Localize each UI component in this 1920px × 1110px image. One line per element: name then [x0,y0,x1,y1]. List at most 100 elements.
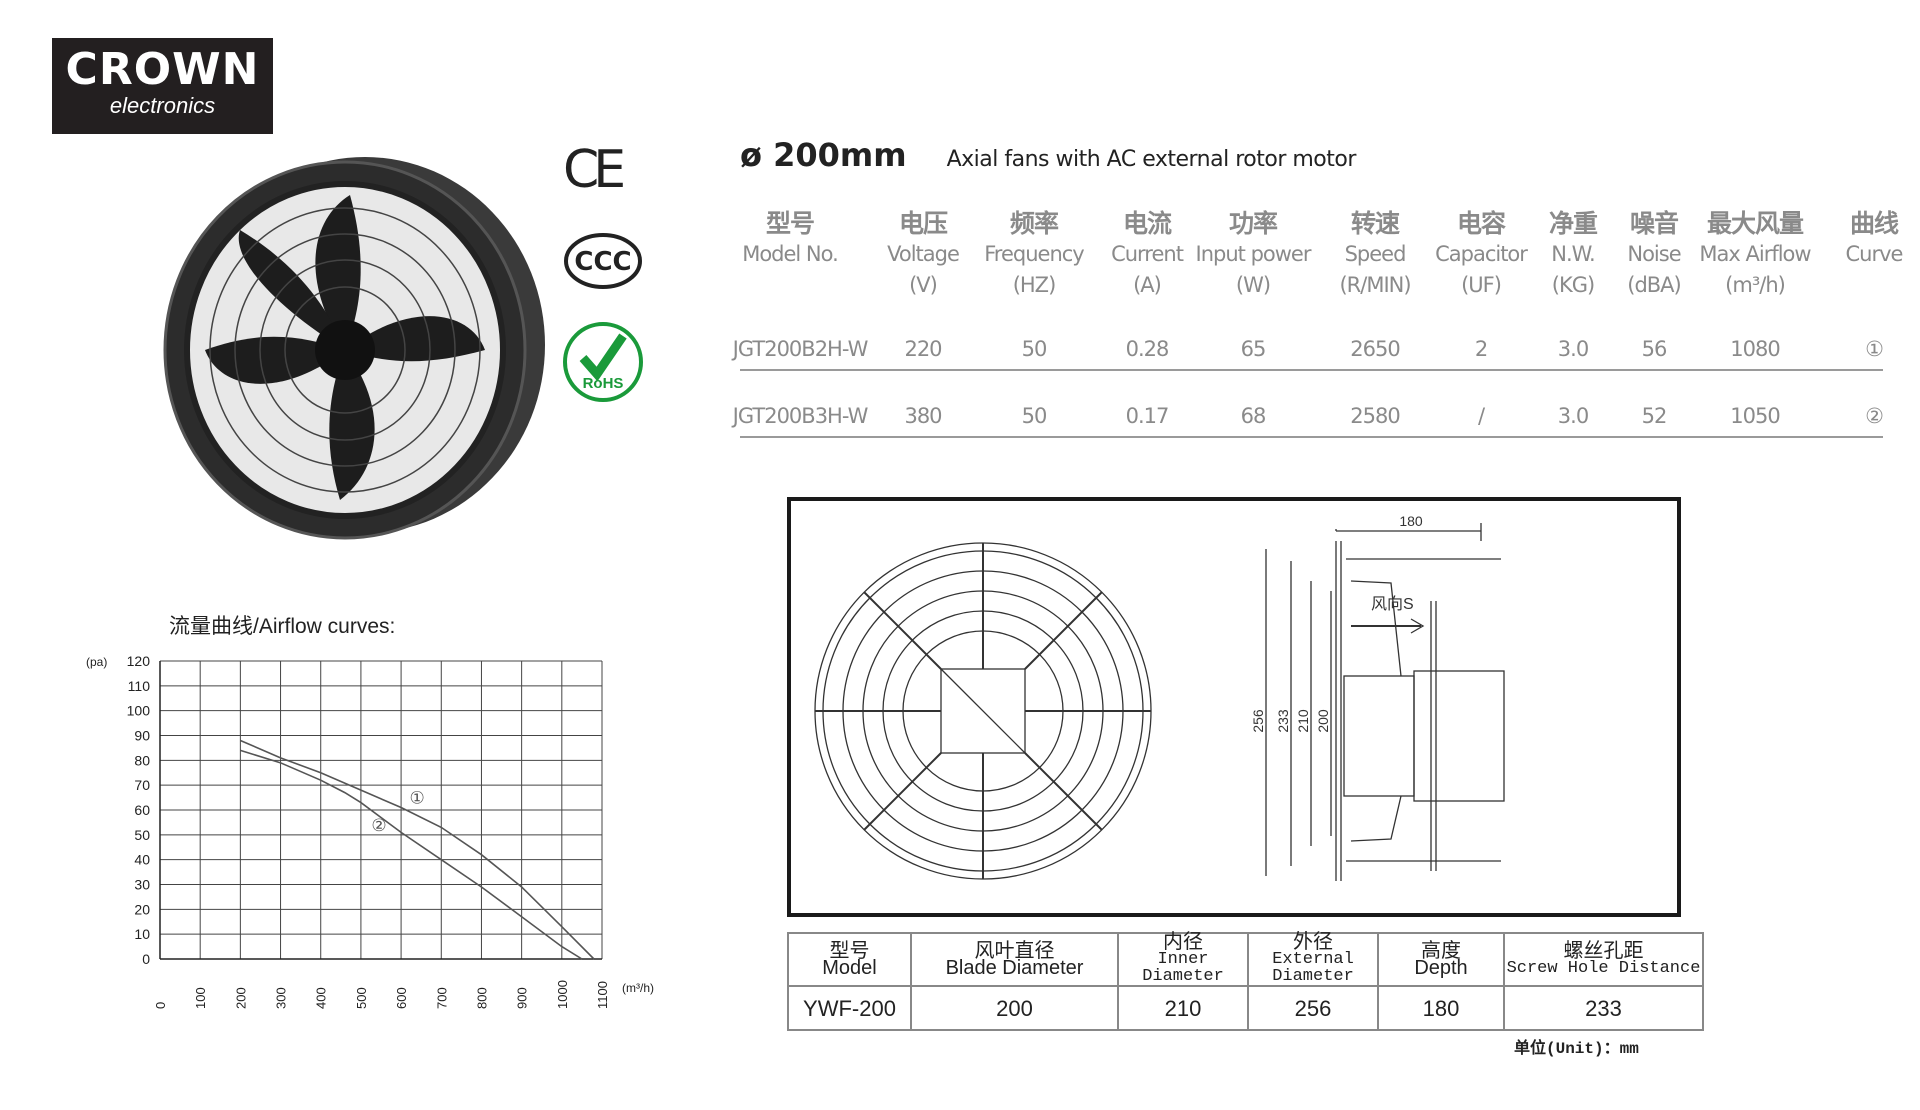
x-tick-label: 900 [515,987,530,1009]
header-en: Depth [1414,956,1468,979]
y-tick-label: 40 [134,852,150,868]
spec-cell: 0.17 [1125,404,1170,428]
dim-inner: 210 [1295,709,1311,733]
header-unit: (A) [1133,273,1162,297]
header-en: Curve [1845,242,1904,266]
spec-cell: 1050 [1730,404,1780,428]
x-tick-label: 500 [354,987,369,1009]
header-cn: 风叶直径 [974,939,1055,962]
header-unit: (KG) [1551,273,1595,297]
header-cn: 电容 [1456,209,1506,238]
header-unit: (R/MIN) [1339,273,1411,297]
y-tick-label: 100 [127,703,151,719]
unit-note: 单位(Unit)：mm [1514,1040,1639,1058]
header-cn: 功率 [1228,209,1278,238]
spec-column-header: 净重 N.W. (KG) [1548,208,1598,301]
y-tick-label: 70 [134,777,150,793]
header-unit: (W) [1235,273,1271,297]
header-en: Screw Hole Distance [1506,958,1701,978]
product-title: ø 200mm Axial fans with AC external rotor… [740,136,1356,174]
ccc-mark: CCC [564,233,642,289]
y-tick-label: 50 [134,827,150,843]
header-cn: 最大风量 [1706,209,1804,238]
y-tick-label: 120 [127,653,151,669]
spec-cell: ② [1865,404,1884,428]
curve-2 [240,749,583,960]
header-cn: 电压 [898,209,948,238]
spec-column-header: 曲线 Curve [1845,208,1904,270]
x-tick-label: 800 [474,987,489,1009]
header-en: Current [1111,242,1184,266]
header-en: Voltage [887,242,960,266]
svg-text:CCC: CCC [574,247,631,277]
spec-cell: ① [1865,337,1884,361]
x-tick-label: 600 [394,987,409,1009]
header-en: Frequency [984,242,1084,266]
y-tick-label: 110 [128,678,151,694]
header-unit: (m³/h) [1725,273,1786,297]
header-cn: 净重 [1548,209,1598,238]
header-cn: 曲线 [1849,209,1899,238]
header-en: Noise [1627,242,1681,266]
x-tick-label: 400 [314,987,329,1009]
y-tick-label: 10 [134,926,150,942]
dim-outer: 256 [1250,709,1266,733]
spec-cell: 65 [1240,337,1267,361]
spec-column-header: 功率 Input power (W) [1195,208,1312,301]
dim-blade: 200 [1315,709,1331,733]
header-cn: 频率 [1009,209,1059,238]
spec-cell: 2580 [1350,404,1400,428]
header-en: Model No. [742,242,839,266]
dimension-value: 210 [1117,985,1249,1031]
header-en: Speed [1344,242,1407,266]
spec-cell: 2 [1474,337,1488,361]
curve-1 [240,739,595,960]
logo-brand: CROWN [65,44,260,95]
y-axis-label: (pa) [86,655,107,669]
y-tick-label: 90 [134,728,150,744]
y-tick-label: 80 [134,752,150,768]
header-cn: 螺丝孔距 [1563,939,1644,962]
spec-cell: / [1477,404,1485,428]
x-tick-label: 0 [153,1002,168,1009]
x-axis-label: (m³/h) [622,981,654,995]
spec-cell: 3.0 [1557,337,1589,361]
dimension-drawing: 180 256 233 210 200 风向S [787,497,1681,917]
svg-text:RoHS: RoHS [583,375,624,392]
spec-cell: 0.28 [1125,337,1170,361]
spec-cell: 56 [1641,337,1668,361]
dimension-value: 233 [1503,985,1704,1031]
header-en: Inner Diameter [1142,950,1224,986]
dimension-value: 256 [1247,985,1379,1031]
spec-cell: 380 [904,404,942,428]
spec-cell: 2650 [1350,337,1400,361]
side-view [1265,523,1505,881]
rohs-mark: RoHS [563,322,643,402]
spec-cell: 68 [1240,404,1267,428]
header-en: Capacitor [1435,242,1528,266]
header-cn: 内径 [1163,931,1203,953]
header-en: N.W. [1551,242,1595,266]
y-tick-label: 0 [142,951,150,967]
spec-cell: 220 [904,337,942,361]
spec-cell: 50 [1021,404,1048,428]
header-cn: 外径 [1293,931,1333,953]
header-en: Input power [1195,242,1312,266]
header-en: Blade Diameter [945,956,1084,979]
dimension-value: 180 [1377,985,1505,1031]
diameter-label: ø 200mm [740,136,907,174]
header-unit: (V) [909,273,938,297]
product-description: Axial fans with AC external rotor motor [946,147,1357,172]
curve-label: ① [410,789,425,808]
header-cn: 高度 [1421,939,1461,962]
